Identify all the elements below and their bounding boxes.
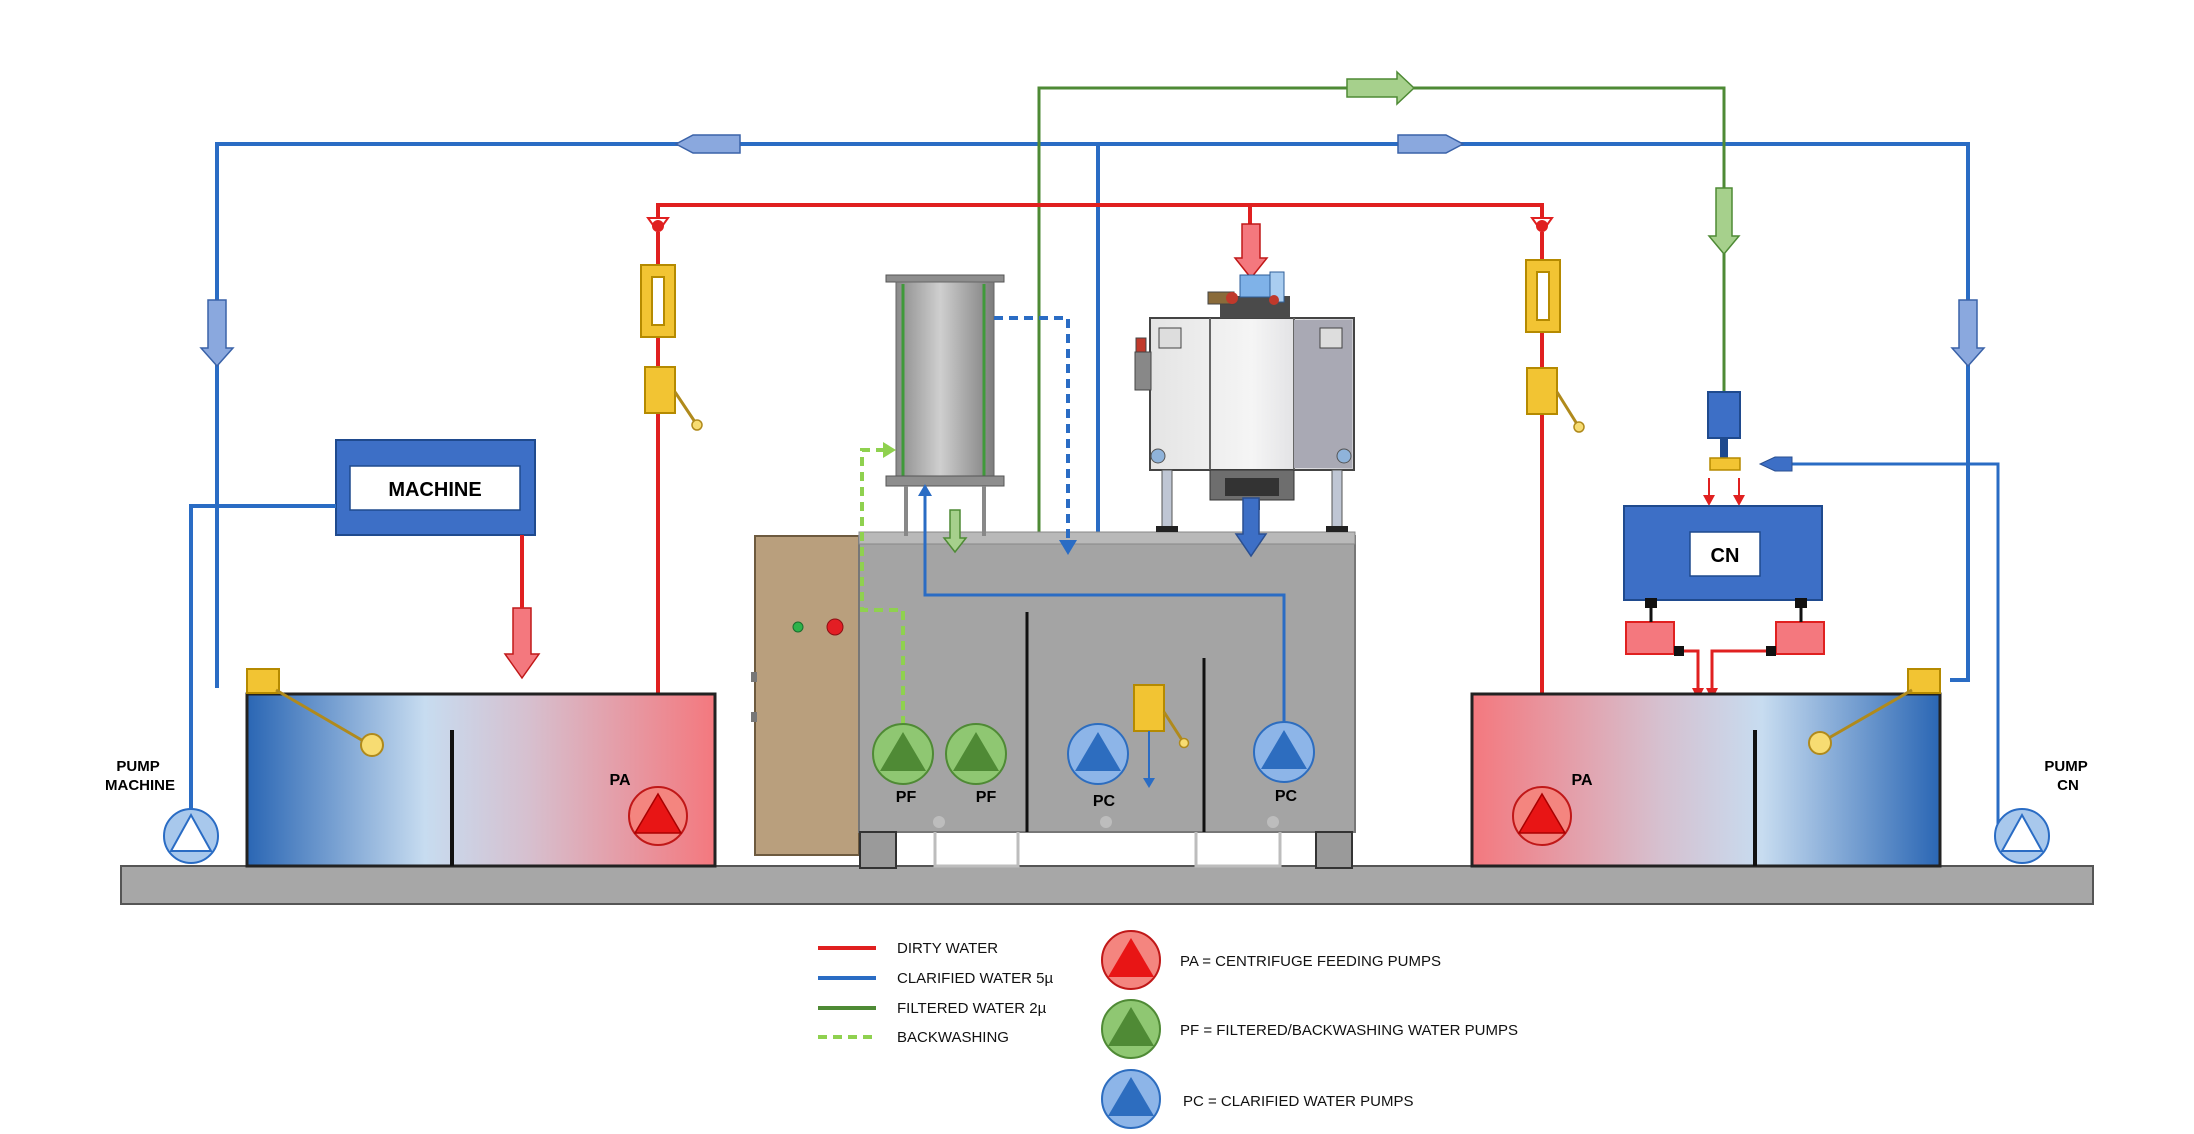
pump-cn-label: PUMP CN — [2044, 758, 2091, 794]
machine-block: MACHINE — [335, 439, 536, 536]
legend-pc-text: PC = CLARIFIED WATER PUMPS — [1183, 1093, 1413, 1110]
pc1-label: PC — [1093, 793, 1116, 810]
filtered-flow-arrows — [1346, 70, 1741, 256]
pc2-label: PC — [1275, 788, 1298, 805]
machine-feed-line — [189, 504, 336, 820]
pump-machine-label: PUMP MACHINE — [105, 758, 175, 794]
check-valve-right — [1530, 217, 1554, 234]
level-switch-right — [1526, 367, 1585, 433]
check-valve-left — [646, 217, 670, 234]
floor — [120, 865, 2094, 905]
pump-pf2 — [945, 723, 1007, 785]
dirty-flow-arrows — [503, 223, 1269, 680]
level-switch-center — [1133, 684, 1190, 788]
cn-dosing-pump — [1707, 391, 1741, 471]
pump-pf1 — [872, 723, 934, 785]
pf2-label: PF — [976, 789, 997, 806]
pump-machine — [163, 808, 219, 864]
pa-left-label: PA — [609, 772, 630, 789]
filter-overflow-line — [994, 316, 1070, 540]
legend-backwashing: BACKWASHING — [897, 1029, 1009, 1046]
legend-lines: DIRTY WATER CLARIFIED WATER 5µ FILTERED … — [818, 940, 1054, 1046]
pump-pc1 — [1067, 723, 1129, 785]
legend-pf-icon — [1101, 999, 1161, 1059]
cn-outlets — [1625, 598, 1825, 700]
clarified-return-line — [923, 492, 1286, 730]
flowmeter-right — [1525, 259, 1561, 333]
legend-pc-icon — [1101, 1069, 1161, 1129]
pa-right-label: PA — [1571, 772, 1592, 789]
filter-column — [885, 274, 1005, 536]
level-switch-left — [644, 366, 703, 431]
cn-block: CN — [1623, 505, 1823, 601]
control-panel — [754, 535, 860, 856]
cn-label: CN — [1711, 545, 1740, 567]
pump-pa-left — [628, 786, 688, 846]
machine-label: MACHINE — [388, 479, 481, 501]
centrifuge-unit — [1134, 271, 1355, 532]
pump-pa-right — [1512, 786, 1572, 846]
legend-pumps: PA = CENTRIFUGE FEEDING PUMPS PF = FILTE… — [1101, 930, 1518, 1129]
cn-return-line — [1774, 462, 2000, 832]
legend-pf-text: PF = FILTERED/BACKWASHING WATER PUMPS — [1180, 1022, 1518, 1039]
legend-pa-icon — [1101, 930, 1161, 990]
flow-arrows — [199, 134, 1986, 368]
legend-dirty-water: DIRTY WATER — [897, 940, 998, 957]
legend-pa-text: PA = CENTRIFUGE FEEDING PUMPS — [1180, 953, 1441, 970]
pf1-label: PF — [896, 789, 917, 806]
panel-green-light — [792, 621, 804, 633]
legend-filtered-water: FILTERED WATER 2µ — [897, 1000, 1047, 1017]
legend-clarified-water: CLARIFIED WATER 5µ — [897, 970, 1054, 987]
float-switch-right — [1808, 668, 1941, 755]
centrifuge-outlet-arrow — [1234, 497, 1268, 558]
pump-cn — [1994, 808, 2050, 864]
flowmeter-left — [640, 264, 676, 338]
backwash-line — [860, 448, 905, 725]
panel-red-light — [826, 618, 844, 636]
pump-pc2 — [1253, 721, 1315, 783]
float-switch-left — [246, 668, 384, 757]
